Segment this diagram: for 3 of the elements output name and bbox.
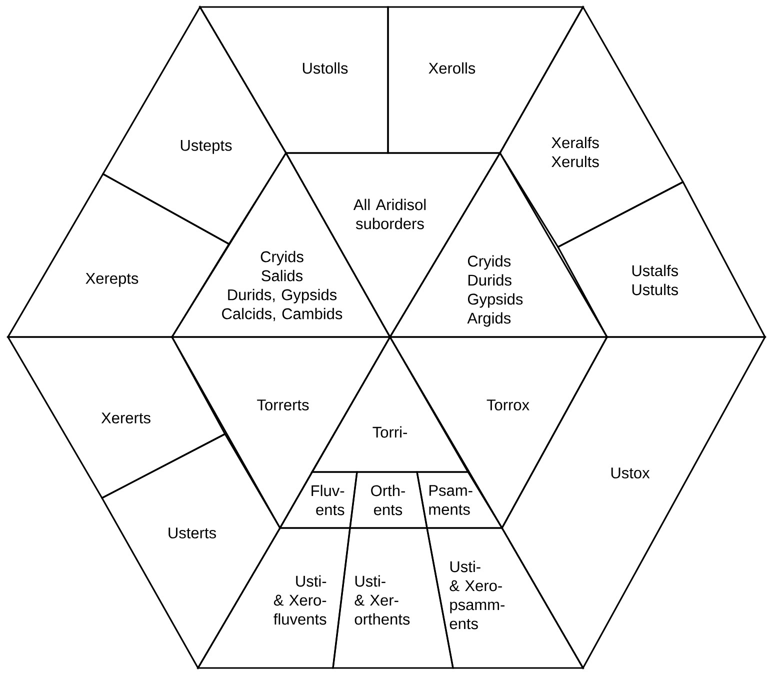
soil-region: Usti- & Xero- psamm- ents [426, 527, 584, 669]
soil-region: Psam- ments [416, 471, 504, 529]
soil-region: Orth- ents [349, 471, 428, 529]
